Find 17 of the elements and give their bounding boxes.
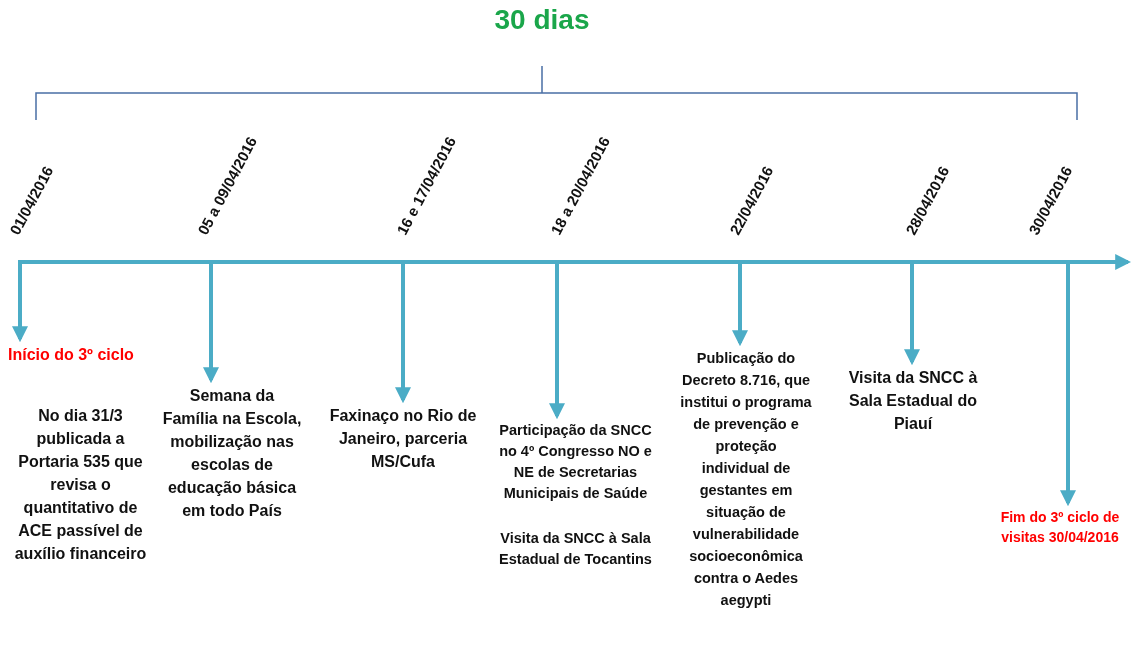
arrow [1060, 262, 1076, 507]
heading-text: Início do 3º ciclo [8, 345, 135, 365]
arrow [203, 262, 219, 384]
description-text: Participação da SNCC no 4º Congresso NO e NE de Secretarias Municipais de Saúde [498, 421, 653, 503]
description-text: Visita da SNCC à Sala Estadual de Tocantins [498, 529, 653, 569]
arrow [12, 262, 28, 343]
arrow [395, 262, 411, 404]
description-text: Semana da Família na Escola, mobilização nas escolas de educação básica em todo País [162, 386, 302, 521]
title: 30 dias [493, 4, 591, 36]
arrow [732, 262, 748, 347]
arrow [549, 262, 565, 420]
description-text: Visita da SNCC à Sala Estadual do Piauí [847, 368, 979, 434]
description-text: No dia 31/3 publicada a Portaria 535 que revisa o quantitativo de ACE passível de auxílio financeiro [13, 406, 148, 564]
heading-text: Fim do 3º ciclo de visitas 30/04/2016 [999, 508, 1121, 547]
arrow [904, 262, 920, 366]
description-text: Publicação do Decreto 8.716, que institui o programa de prevenção e proteção individual de gestantes em situação de vulnerabilidade socioeconômica contra o Aedes aegypti [680, 349, 812, 610]
description-text: Faxinaço no Rio de Janeiro, parceria MS/Cufa [328, 406, 478, 472]
